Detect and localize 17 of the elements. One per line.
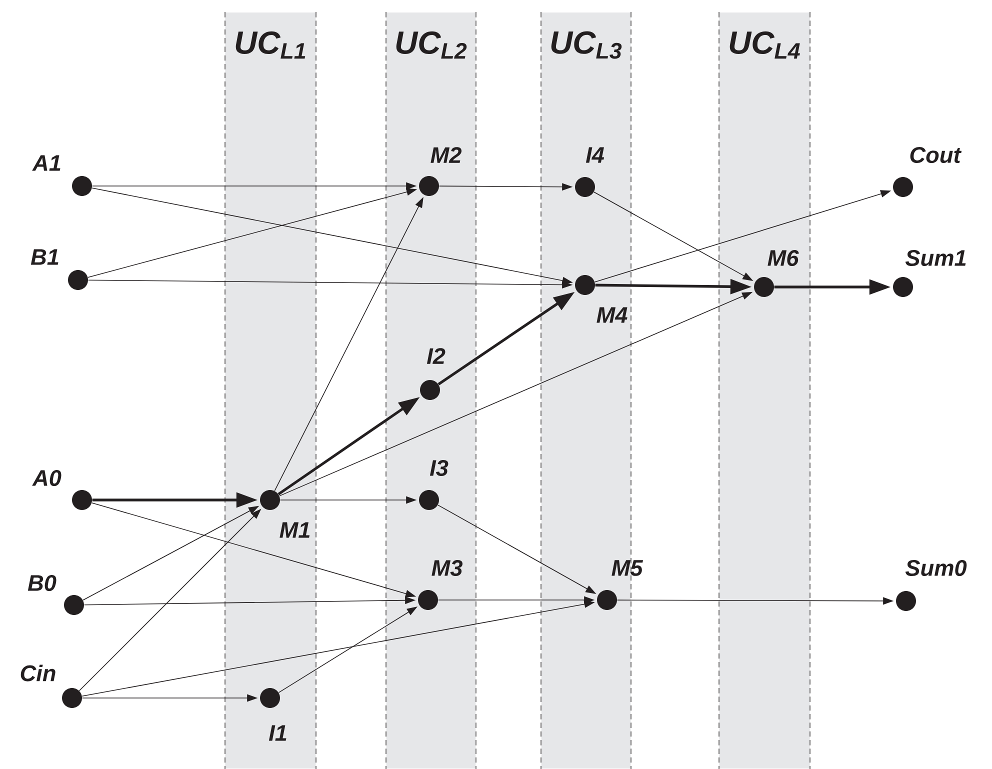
node-label: M3 bbox=[432, 560, 462, 576]
node-label: A0 bbox=[32, 470, 62, 486]
node-label: M1 bbox=[280, 522, 310, 538]
node-label: Cin bbox=[20, 664, 56, 682]
node-label: I2 bbox=[426, 348, 446, 364]
node-label: M6 bbox=[768, 250, 799, 266]
node-label: B1 bbox=[30, 249, 58, 265]
node-label: A1 bbox=[32, 155, 60, 171]
node-label: B0 bbox=[28, 574, 56, 592]
node-label: Sum0 bbox=[905, 560, 967, 576]
node-label: Sum1 bbox=[905, 250, 966, 266]
node-label: I4 bbox=[586, 147, 604, 163]
node-label: Cout bbox=[910, 146, 962, 164]
node-label: M2 bbox=[430, 147, 462, 163]
node-label: M4 bbox=[596, 307, 628, 323]
node-label: I1 bbox=[268, 725, 286, 741]
node-label: I3 bbox=[430, 460, 448, 476]
